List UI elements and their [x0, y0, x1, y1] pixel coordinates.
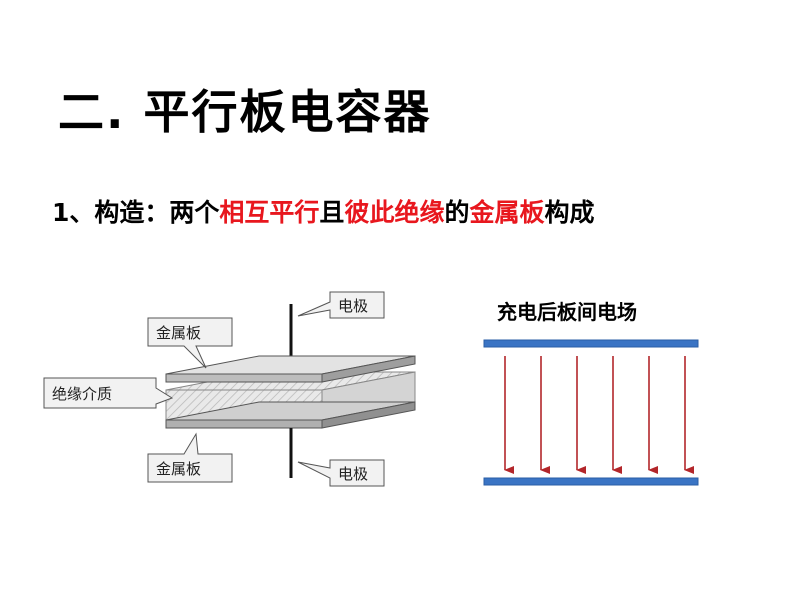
callout-insulator — [43, 377, 174, 409]
callout-top-plate — [147, 317, 233, 369]
label-top-electrode: 电极 — [338, 297, 368, 315]
construction-mid1: 且 — [319, 198, 345, 227]
page-title: 二. 平行板电容器 — [58, 85, 432, 139]
field-top-plate — [483, 339, 699, 348]
bottom-plate-side-face — [321, 401, 416, 429]
label-top-plate: 金属板 — [156, 324, 201, 342]
field-bottom-plate — [483, 477, 699, 486]
top-plate-side-face — [321, 355, 416, 383]
label-insulator: 绝缘介质 — [52, 385, 112, 403]
field-arrows — [504, 356, 694, 474]
field-label: 充电后板间电场 — [497, 300, 637, 324]
callout-bottom-plate — [147, 432, 233, 483]
highlight-parallel: 相互平行 — [219, 198, 320, 227]
label-bottom-plate: 金属板 — [156, 460, 201, 478]
construction-prefix: 1、构造：两个 — [52, 198, 220, 227]
construction-mid2: 的 — [444, 198, 470, 227]
highlight-metal-plates: 金属板 — [469, 198, 545, 227]
highlight-insulated: 彼此绝缘 — [344, 198, 445, 227]
construction-suffix: 构成 — [544, 198, 595, 227]
label-bottom-electrode: 电极 — [338, 465, 368, 483]
callout-bottom-electrode — [297, 459, 385, 487]
construction-text: 1、构造：两个相互平行且彼此绝缘的金属板构成 — [52, 196, 595, 230]
callout-top-electrode — [297, 291, 385, 319]
